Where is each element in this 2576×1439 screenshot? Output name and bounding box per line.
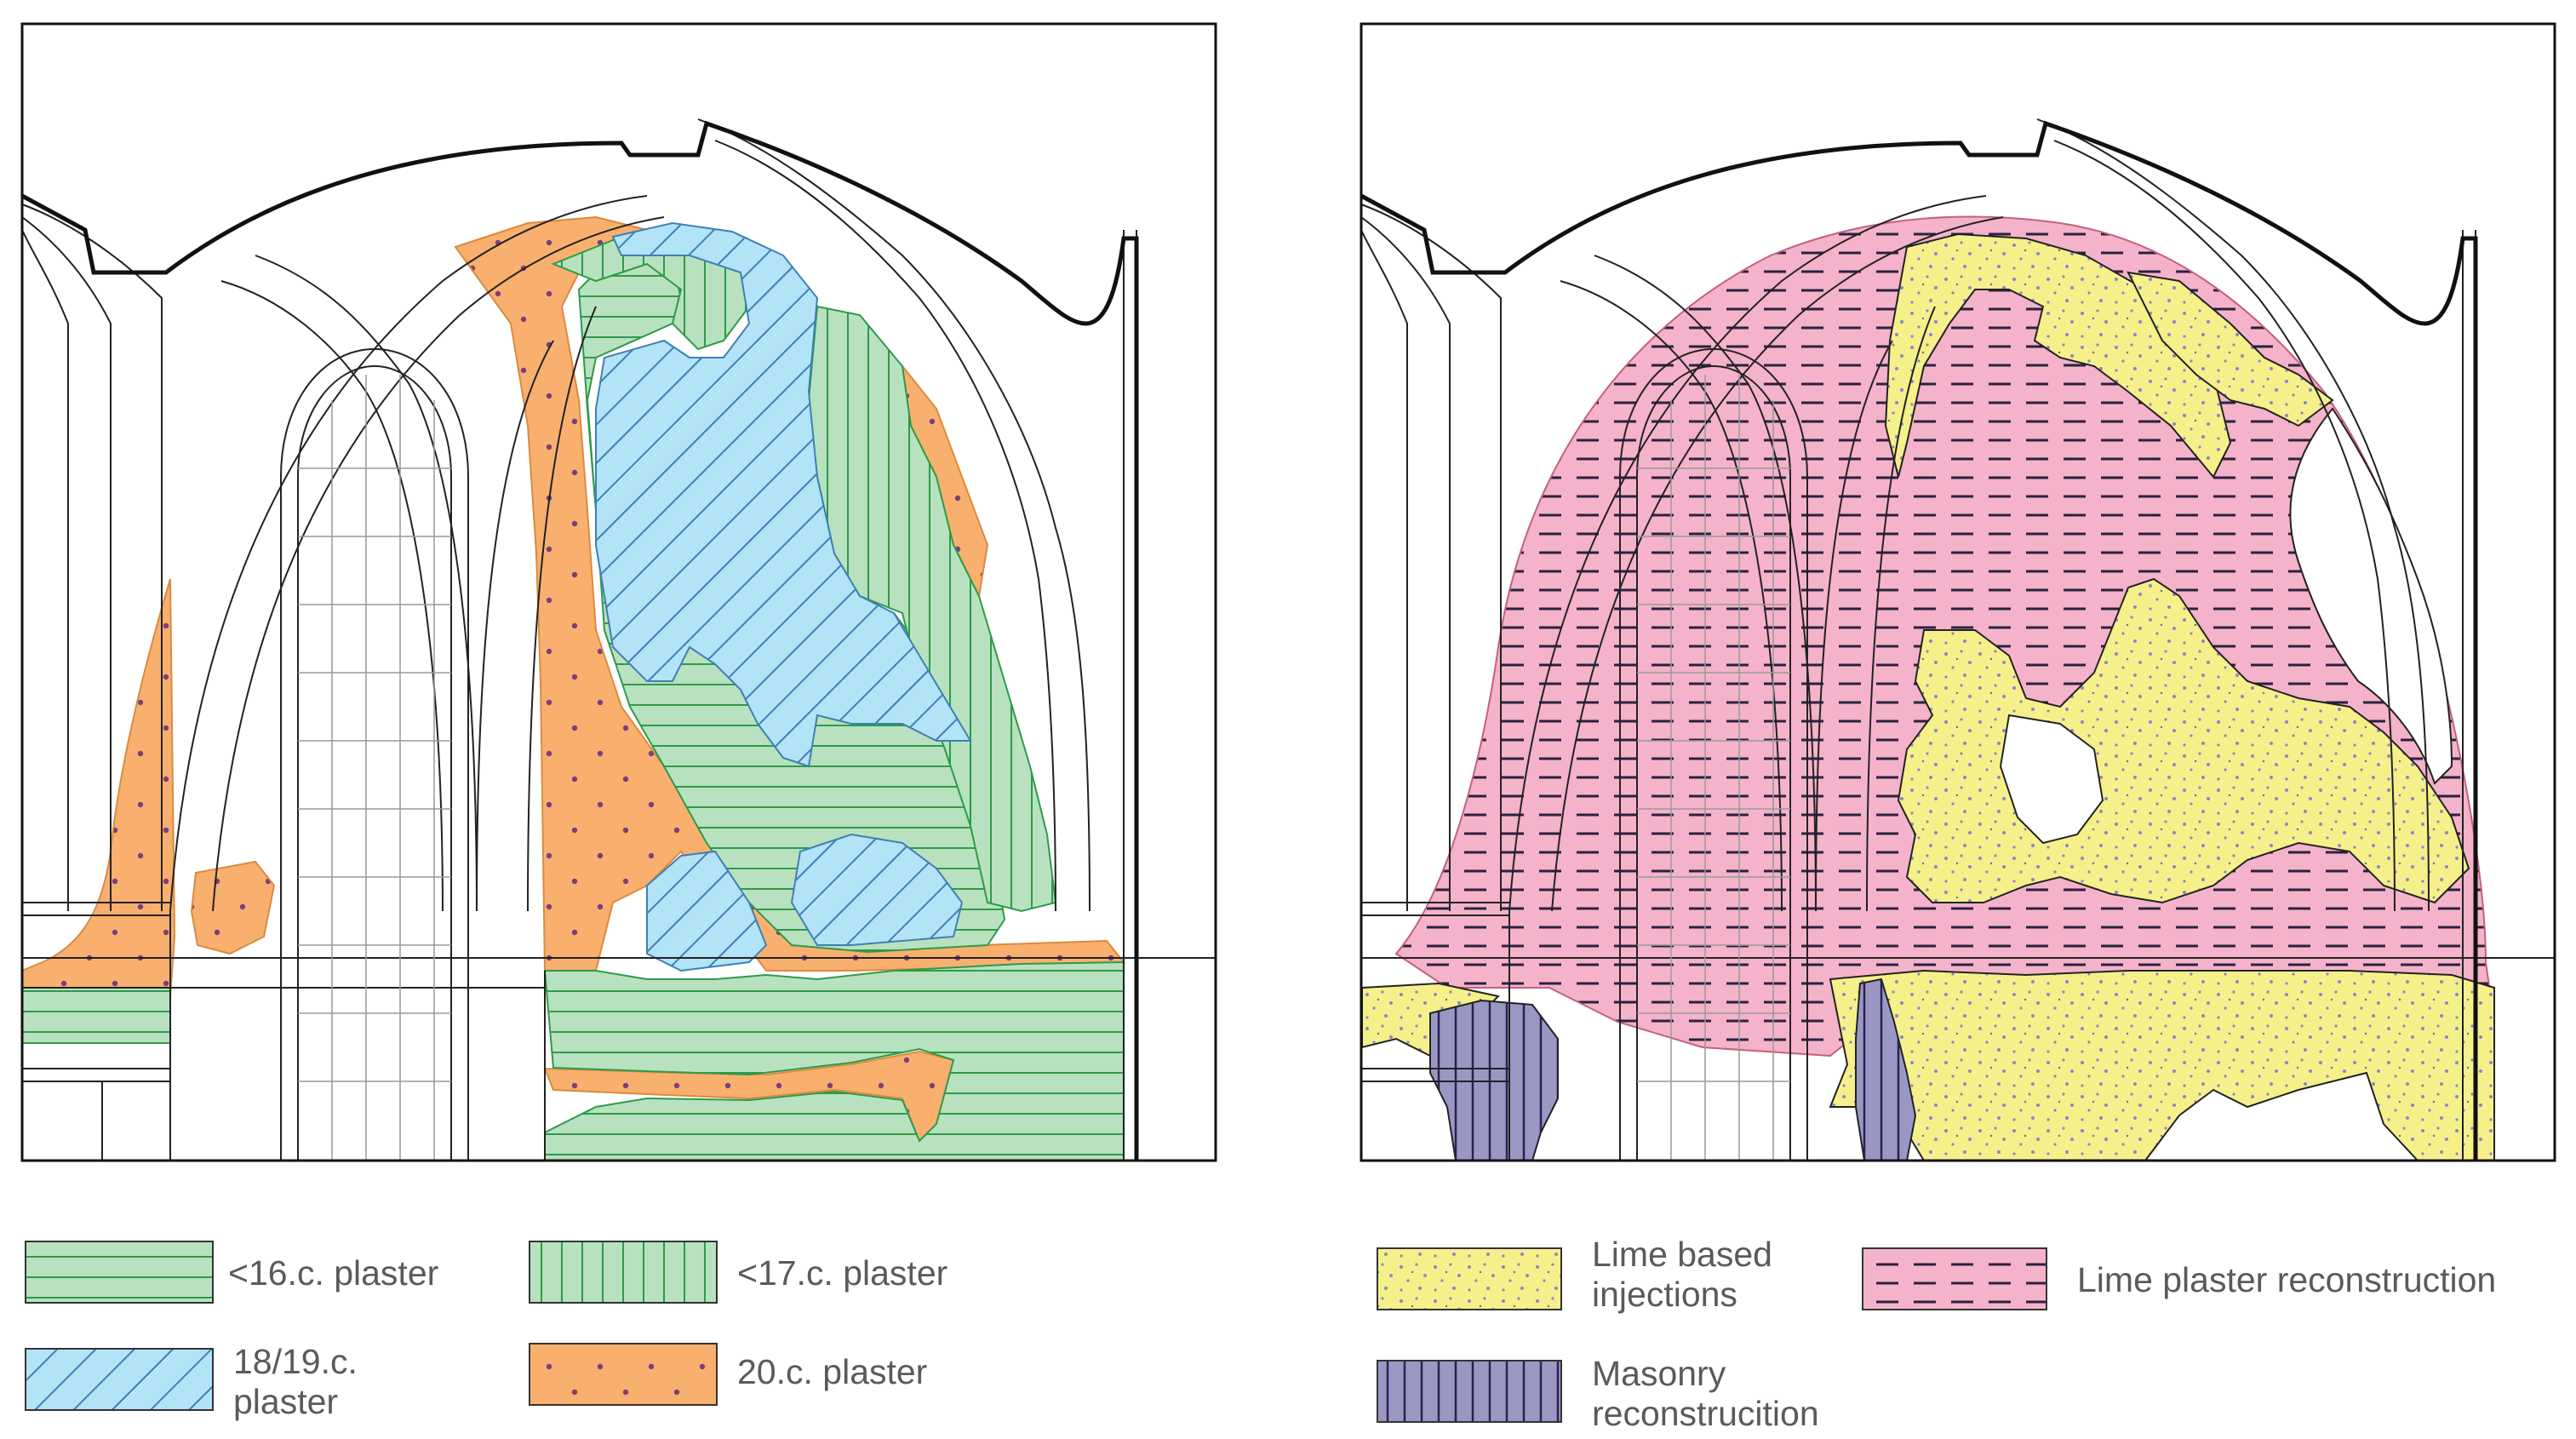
legend-label-20c: 20.c. plaster — [737, 1352, 928, 1391]
legend-swatch-18-19c — [25, 1348, 214, 1411]
legend-label-18-19c: 18/19.c. plaster — [233, 1342, 358, 1421]
legend-swatch-16c — [25, 1241, 214, 1304]
plaster-20c-left-strip — [22, 578, 176, 1001]
legend-swatch-17c — [529, 1241, 718, 1304]
plaster-16c-lower — [543, 960, 1125, 1161]
legend-label-17c: <17.c. plaster — [737, 1253, 948, 1293]
right-panel-frame — [1360, 22, 2556, 1162]
plaster-18-19c-lower — [646, 850, 768, 972]
legend-swatch-20c — [529, 1343, 718, 1406]
legend-swatch-injections — [1377, 1247, 1562, 1310]
plaster-18-19c-lower-right — [790, 833, 964, 946]
legend-swatch-lime-plaster — [1862, 1247, 2047, 1310]
legend-label-injections: Lime based injections — [1592, 1235, 1772, 1314]
legend-label-masonry: Masonry reconstrucition — [1592, 1354, 1819, 1433]
plaster-20c-small-patch — [190, 860, 276, 955]
left-panel — [22, 118, 1216, 1161]
masonry-reconstruction-center — [1855, 977, 1917, 1161]
unmapped-area-center — [1999, 714, 2104, 845]
legend-label-16c: <16.c. plaster — [228, 1253, 439, 1293]
unmapped-area-right — [2289, 407, 2453, 785]
plaster-18-19c-main — [595, 221, 972, 768]
legend-swatch-masonry — [1377, 1360, 1562, 1423]
injection-lower — [1829, 969, 2495, 1161]
legend-label-lime-plaster: Lime plaster reconstruction — [2077, 1260, 2497, 1299]
right-panel — [1361, 118, 2555, 1161]
plaster-16c-left-strip — [22, 987, 171, 1044]
left-panel-frame — [20, 22, 1217, 1162]
injection-upper-right — [2127, 271, 2334, 427]
legend-swatches — [25, 1241, 2047, 1423]
